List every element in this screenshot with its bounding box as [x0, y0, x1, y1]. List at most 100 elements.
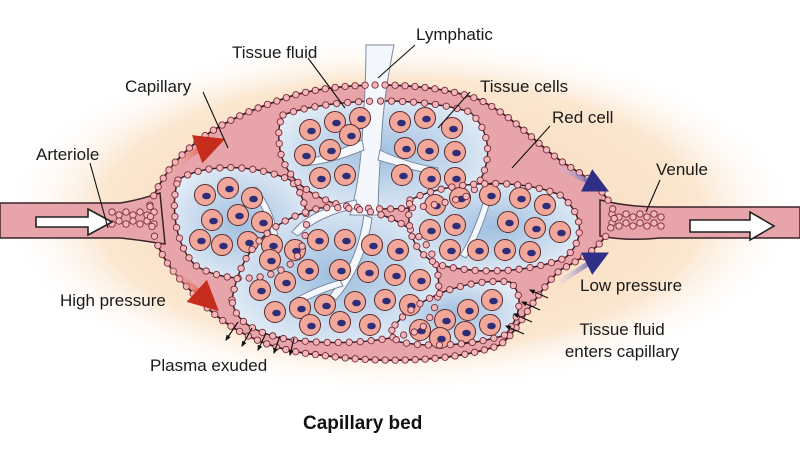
tissue-cell: [444, 214, 466, 236]
red-cell: [129, 211, 137, 219]
red-cell: [479, 336, 487, 345]
red-cell: [415, 233, 423, 241]
red-cell: [289, 108, 298, 116]
tissue-cell: [307, 229, 329, 251]
red-cells-group: [108, 81, 665, 364]
red-cell: [441, 353, 449, 361]
red-cell: [467, 280, 475, 288]
red-cell: [500, 331, 509, 339]
red-cell: [513, 181, 522, 189]
red-cell: [430, 201, 438, 209]
red-cell: [650, 210, 658, 218]
low-pressure-arrow-top: [558, 165, 609, 192]
red-cell: [570, 207, 579, 216]
red-cell: [650, 219, 658, 227]
red-cell: [253, 336, 262, 344]
red-cell: [184, 171, 192, 179]
red-cell: [546, 187, 554, 195]
tissue-cell: [264, 301, 286, 323]
red-cell: [301, 231, 309, 240]
red-cell: [480, 346, 489, 354]
red-cell: [504, 266, 512, 274]
red-cell: [416, 300, 424, 308]
tissue-cell: [359, 314, 381, 336]
red-cell: [572, 239, 580, 247]
tissue-cell: [299, 119, 321, 141]
red-cell: [425, 294, 434, 302]
red-cell: [227, 163, 235, 172]
red-cell: [211, 310, 219, 319]
red-cell: [301, 337, 309, 345]
red-cell: [312, 338, 320, 346]
red-cell: [154, 241, 162, 250]
tissue-cell: [409, 269, 431, 291]
red-cell: [296, 189, 304, 197]
red-cell: [462, 192, 470, 201]
red-cell: [535, 139, 543, 148]
red-cell: [537, 261, 545, 270]
red-cell: [431, 85, 439, 93]
red-cell: [420, 99, 429, 107]
red-cell: [437, 185, 445, 193]
red-cell: [343, 98, 352, 107]
red-cell: [267, 270, 275, 278]
red-cell: [277, 150, 285, 159]
tissue-fluid-enters-label-line1: Tissue fluid: [579, 320, 665, 339]
high-pressure-label: High pressure: [60, 291, 166, 310]
low-pressure-arrow-bottom: [558, 252, 609, 285]
red-cell: [588, 247, 596, 255]
red-cell: [470, 180, 478, 188]
red-cell: [483, 155, 491, 164]
red-cell: [371, 356, 379, 364]
red-cell: [351, 82, 359, 90]
red-cell: [232, 309, 241, 317]
red-cell: [446, 286, 454, 294]
red-cell: [233, 274, 241, 283]
red-cell: [170, 202, 179, 210]
red-cell: [468, 338, 476, 347]
red-cell: [321, 196, 330, 204]
red-cell: [185, 254, 193, 262]
red-cell: [237, 264, 245, 273]
red-cell: [341, 82, 349, 91]
red-cell: [398, 313, 407, 321]
red-cell: [431, 100, 440, 109]
tissue-fluid-label: Tissue fluid: [232, 43, 318, 62]
red-cell: [245, 108, 253, 116]
leader-lines: [89, 44, 661, 229]
tissue-cell: [394, 137, 416, 159]
tissue-cell: [201, 209, 223, 231]
red-cell: [452, 196, 460, 204]
red-cell: [245, 274, 253, 282]
red-cell: [401, 356, 409, 364]
red-cell: [280, 174, 289, 182]
red-cell: [622, 219, 630, 227]
plasma-exuded-label: Plasma exuded: [150, 356, 268, 375]
tissue-cell: [509, 187, 531, 209]
tissue-cell: [297, 259, 319, 281]
tissue-cell: [519, 241, 541, 263]
red-cell: [173, 180, 181, 188]
red-cell: [547, 259, 556, 267]
red-cell: [492, 179, 500, 188]
red-cell: [386, 205, 395, 213]
red-cell: [312, 205, 320, 213]
red-cell: [163, 259, 172, 267]
red-cell: [481, 179, 489, 188]
red-cell: [405, 211, 413, 219]
tissue-cell: [497, 211, 519, 233]
red-cell: [419, 202, 428, 211]
red-cell: [657, 213, 665, 221]
red-cell: [175, 234, 184, 242]
red-cell: [311, 86, 320, 95]
red-cell: [270, 170, 278, 178]
red-cell: [504, 114, 512, 122]
red-cell: [203, 304, 211, 312]
tissue-cell: [314, 294, 336, 316]
red-cell: [446, 340, 455, 349]
red-cell: [562, 263, 571, 271]
red-cell: [179, 244, 188, 252]
red-cell: [361, 81, 369, 89]
red-cell: [321, 352, 330, 360]
